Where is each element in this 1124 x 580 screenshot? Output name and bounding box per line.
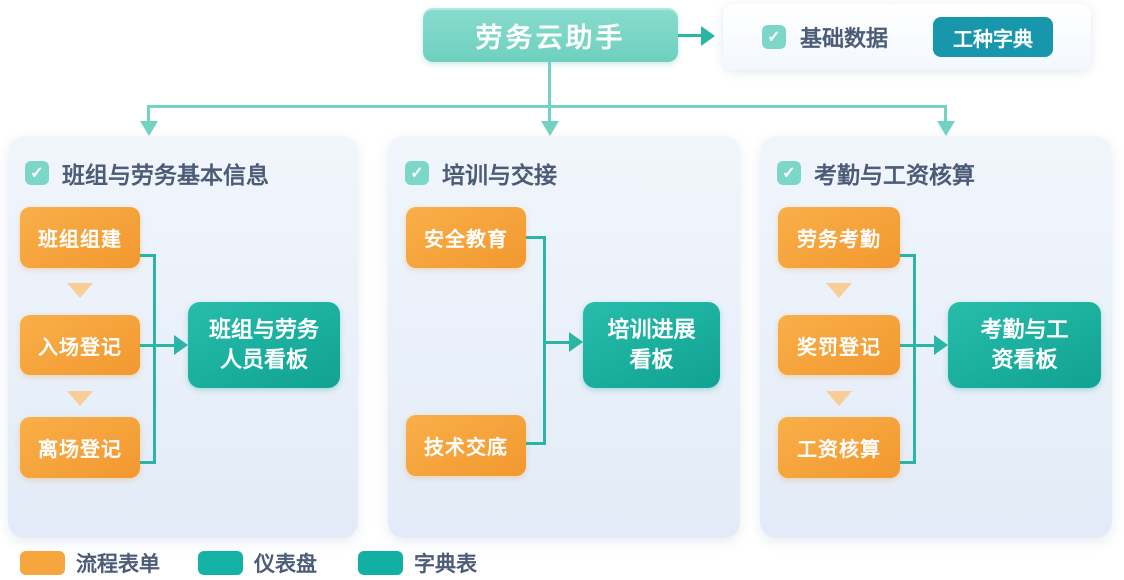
bracket-top (140, 254, 156, 257)
connector-to-dashboard (900, 344, 934, 347)
step-arrow-down-icon (826, 283, 852, 298)
bracket-vertical (913, 254, 916, 464)
step-label: 工资核算 (797, 439, 881, 461)
bracket-bottom (140, 461, 156, 464)
bracket-vertical (153, 254, 156, 464)
step-payroll-calc[interactable]: 工资核算 (778, 417, 900, 478)
panel-training-handover: ✓ 培训与交接 安全教育 技术交底 培训进展 看板 (388, 136, 740, 538)
legend-item-dashboard: 仪表盘 (198, 548, 317, 578)
connector-to-dashboard (140, 344, 174, 347)
arrowhead-right-icon (174, 335, 188, 355)
panel-title: 考勤与工资核算 (814, 162, 975, 188)
step-technical-briefing[interactable]: 技术交底 (406, 415, 526, 476)
step-label: 入场登记 (38, 336, 122, 359)
bracket-top (900, 254, 916, 257)
dashboard-training-progress[interactable]: 培训进展 看板 (583, 302, 720, 388)
legend-label: 字典表 (414, 553, 477, 576)
bracket-top (526, 236, 546, 239)
panel-header: ✓ 考勤与工资核算 (777, 156, 975, 190)
legend-label: 仪表盘 (254, 553, 317, 576)
dashboard-label-line1: 班组与劳务 (208, 317, 319, 343)
step-label: 劳务考勤 (797, 229, 881, 251)
base-data-label: 基础数据 (800, 26, 889, 51)
legend-swatch-teal (358, 551, 403, 575)
step-labor-attendance[interactable]: 劳务考勤 (778, 207, 900, 268)
arrowhead-down-icon (937, 121, 955, 136)
legend-label: 流程表单 (76, 553, 160, 576)
step-team-setup[interactable]: 班组组建 (20, 207, 140, 268)
legend-item-process-form: 流程表单 (20, 548, 160, 578)
connector-drop-left (147, 105, 150, 122)
root-node[interactable]: 劳务云助手 (423, 8, 678, 62)
step-label: 技术交底 (424, 437, 508, 459)
panel-title: 班组与劳务基本信息 (62, 162, 269, 188)
panel-header: ✓ 班组与劳务基本信息 (25, 156, 269, 190)
step-label: 离场登记 (38, 439, 122, 461)
dashboard-attendance-payroll[interactable]: 考勤与工 资看板 (948, 302, 1101, 388)
bracket-bottom (900, 461, 916, 464)
step-safety-education[interactable]: 安全教育 (406, 207, 526, 268)
bracket-vertical (543, 236, 546, 445)
arrowhead-right-icon (934, 335, 948, 355)
panel-title: 培训与交接 (442, 162, 557, 188)
arrowhead-down-icon (140, 121, 158, 136)
arrowhead-right-icon (569, 332, 583, 352)
connector-root-to-basedata (678, 34, 702, 37)
panel-attendance-payroll: ✓ 考勤与工资核算 劳务考勤 奖罚登记 工资核算 考勤与工 资看板 (760, 136, 1112, 538)
connector-branch-bar (148, 105, 947, 108)
step-entry-register[interactable]: 入场登记 (20, 315, 140, 375)
connector-to-dashboard (543, 341, 571, 344)
dashboard-label-line2: 资看板 (991, 347, 1058, 372)
step-arrow-down-icon (67, 283, 93, 298)
panel-header: ✓ 培训与交接 (405, 156, 557, 190)
dashboard-label-line2: 人员看板 (219, 347, 308, 372)
step-label: 安全教育 (424, 229, 508, 251)
connector-drop-right (944, 105, 947, 122)
checkbox-icon[interactable]: ✓ (762, 25, 786, 49)
step-label: 奖罚登记 (797, 336, 881, 359)
base-data-card: ✓ 基础数据 工种字典 (723, 4, 1091, 70)
arrowhead-right-icon (701, 26, 715, 46)
step-exit-register[interactable]: 离场登记 (20, 417, 140, 478)
step-label: 班组组建 (38, 229, 122, 251)
checkbox-icon[interactable]: ✓ (25, 161, 49, 185)
connector-root-stem (548, 62, 551, 108)
connector-drop-middle (548, 105, 551, 122)
checkbox-icon[interactable]: ✓ (405, 161, 429, 185)
dictionary-button[interactable]: 工种字典 (933, 17, 1053, 57)
panel-team-labor-info: ✓ 班组与劳务基本信息 班组组建 入场登记 离场登记 班组与劳务 人员看板 (8, 136, 358, 538)
dashboard-label-line1: 培训进展 (607, 317, 696, 343)
legend-swatch-orange (20, 551, 65, 575)
arrowhead-down-icon (541, 121, 559, 136)
step-arrow-down-icon (826, 391, 852, 406)
checkbox-icon[interactable]: ✓ (777, 161, 801, 185)
dashboard-label-line2: 看板 (629, 347, 674, 372)
legend-swatch-teal (198, 551, 243, 575)
step-reward-penalty[interactable]: 奖罚登记 (778, 315, 900, 375)
step-arrow-down-icon (67, 391, 93, 406)
dashboard-label-line1: 考勤与工 (980, 317, 1069, 343)
dashboard-team-labor[interactable]: 班组与劳务 人员看板 (188, 302, 340, 388)
bracket-bottom (526, 442, 546, 445)
root-node-label: 劳务云助手 (475, 22, 626, 53)
legend-item-dictionary: 字典表 (358, 548, 477, 578)
